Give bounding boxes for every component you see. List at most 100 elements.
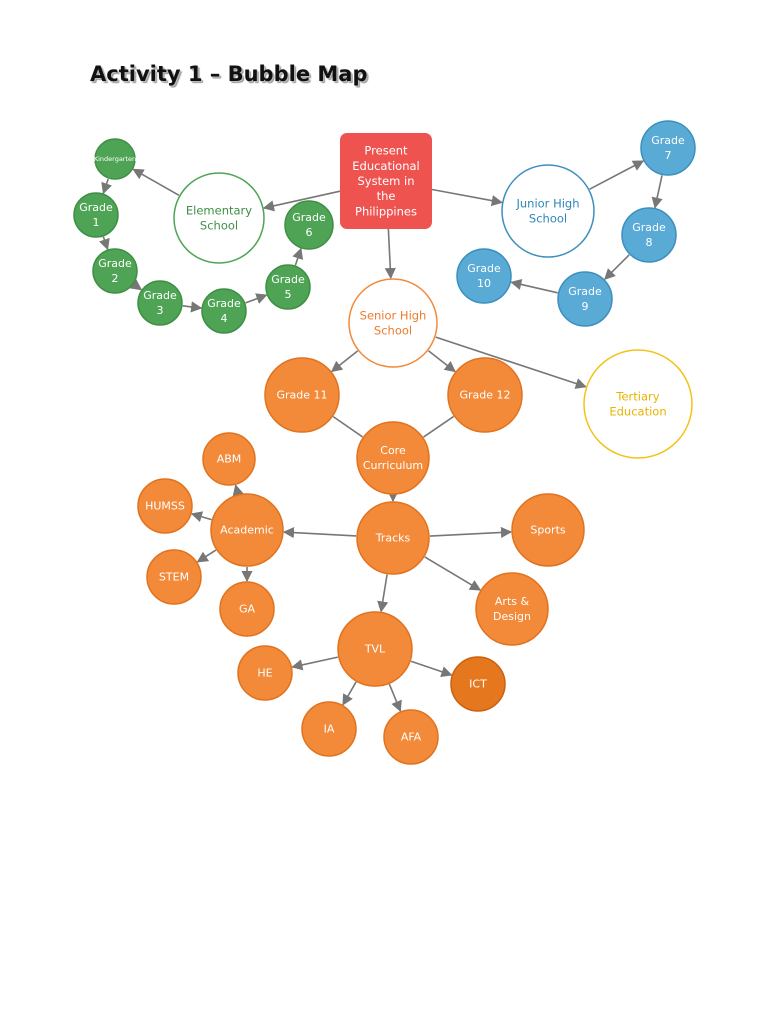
node-abm-shape [202, 432, 256, 486]
node-grade3-label-line-1: Grade [143, 289, 177, 302]
connector-tracks-to-academic [282, 526, 357, 539]
node-grade12: Grade 12 [447, 357, 523, 433]
node-ict-label-line-1: ICT [469, 678, 487, 691]
node-afa: AFA [383, 709, 439, 765]
node-grade6-shape [284, 200, 334, 250]
node-root-shape [340, 133, 432, 229]
node-grade10-shape [456, 248, 512, 304]
node-he-shape [237, 645, 293, 701]
node-grade5-label-line-1: Grade [271, 273, 305, 286]
node-tracks-shape [356, 501, 430, 575]
node-root-label-line-4: the [377, 189, 396, 203]
node-grade3-shape [137, 280, 183, 326]
node-tertiary-label-line-1: Tertiary [615, 389, 659, 403]
connector-grade8-to-grade9 [604, 254, 630, 280]
node-grade2-label-line-1: Grade [98, 257, 132, 270]
connector-grade1-to-grade2 [99, 236, 110, 251]
node-sports-shape [511, 493, 585, 567]
node-humss: HUMSS [137, 478, 193, 534]
node-junior-label-line-2: School [529, 212, 567, 226]
node-arts-label-line-2: Design [493, 610, 531, 623]
connector-senior-to-grade11 [330, 350, 359, 373]
node-grade8-label-line-2: 8 [646, 236, 653, 249]
node-grade3: Grade 3 [137, 280, 183, 326]
node-senior-shape [348, 278, 438, 368]
connector-tracks-to-arts [424, 556, 482, 591]
node-grade11: Grade 11 [264, 357, 340, 433]
node-ict-shape [450, 656, 506, 712]
node-stem: STEM [146, 549, 202, 605]
node-grade7-shape [640, 120, 696, 176]
connector-grade12-to-core [423, 415, 455, 438]
node-root-label-line-2: Educational [352, 159, 420, 173]
node-grade8-shape [621, 207, 677, 263]
node-grade9-shape [557, 271, 613, 327]
connector-kindergarten-to-grade1 [101, 178, 112, 195]
node-grade12-label-line-1: Grade 12 [459, 389, 510, 402]
node-tvl-label-line-1: TVL [364, 643, 386, 656]
node-tvl: TVL [337, 611, 413, 687]
node-senior-label-line-1: Senior High [360, 308, 427, 322]
node-grade3-label-line-2: 3 [157, 304, 164, 317]
node-he: HE [237, 645, 293, 701]
node-humss-shape [137, 478, 193, 534]
node-grade12-shape [447, 357, 523, 433]
node-grade1: Grade 1 [73, 192, 119, 238]
node-grade11-shape [264, 357, 340, 433]
node-junior-label-line-1: Junior High [515, 196, 579, 210]
node-grade5-shape [265, 264, 311, 310]
node-elementary-label-line-2: School [200, 219, 238, 233]
node-humss-label-line-1: HUMSS [145, 500, 185, 513]
node-tvl-shape [337, 611, 413, 687]
node-grade9-label-line-2: 9 [582, 300, 589, 313]
node-ia: IA [301, 701, 357, 757]
connector-grade2-to-grade3 [129, 279, 143, 291]
node-afa-label-line-1: AFA [401, 731, 422, 744]
page-title: Activity 1 – Bubble Map [90, 62, 368, 86]
connector-grade9-to-grade10 [510, 278, 558, 294]
node-afa-shape [383, 709, 439, 765]
connector-grade3-to-grade4 [182, 301, 203, 313]
node-grade1-label-line-1: Grade [79, 201, 113, 214]
node-grade6-label-line-1: Grade [292, 211, 326, 224]
node-grade2-label-line-2: 2 [112, 272, 119, 285]
node-ia-shape [301, 701, 357, 757]
node-ga: GA [219, 581, 275, 637]
connector-layer [99, 160, 663, 713]
node-grade2-shape [92, 248, 138, 294]
node-ict: ICT [450, 656, 506, 712]
node-grade4-label-line-2: 4 [221, 312, 228, 325]
node-grade7-label-line-2: 7 [665, 149, 672, 162]
node-stem-label-line-1: STEM [159, 571, 189, 584]
node-grade1-label-line-2: 1 [93, 216, 100, 229]
node-root-label-line-1: Present [364, 144, 408, 158]
connector-tvl-to-ict [410, 660, 453, 678]
node-grade10-label-line-2: 10 [477, 277, 491, 290]
node-abm-label-line-1: ABM [217, 453, 242, 466]
connector-grade7-to-grade8 [651, 175, 663, 209]
node-core-label-line-1: Core [380, 444, 406, 457]
node-grade7-label-line-1: Grade [651, 134, 685, 147]
node-ga-label-line-1: GA [239, 603, 256, 616]
node-arts-label-line-1: Arts & [495, 595, 530, 608]
connector-junior-to-grade7 [589, 160, 645, 190]
node-kindergarten: Kindergarten [94, 138, 136, 180]
connector-tracks-to-tvl [377, 574, 389, 613]
node-grade11-label-line-1: Grade 11 [276, 389, 327, 402]
node-grade4-shape [201, 288, 247, 334]
node-elementary-shape [173, 172, 265, 264]
node-sports-label-line-1: Sports [530, 524, 566, 537]
connector-tvl-to-ia [342, 681, 357, 706]
